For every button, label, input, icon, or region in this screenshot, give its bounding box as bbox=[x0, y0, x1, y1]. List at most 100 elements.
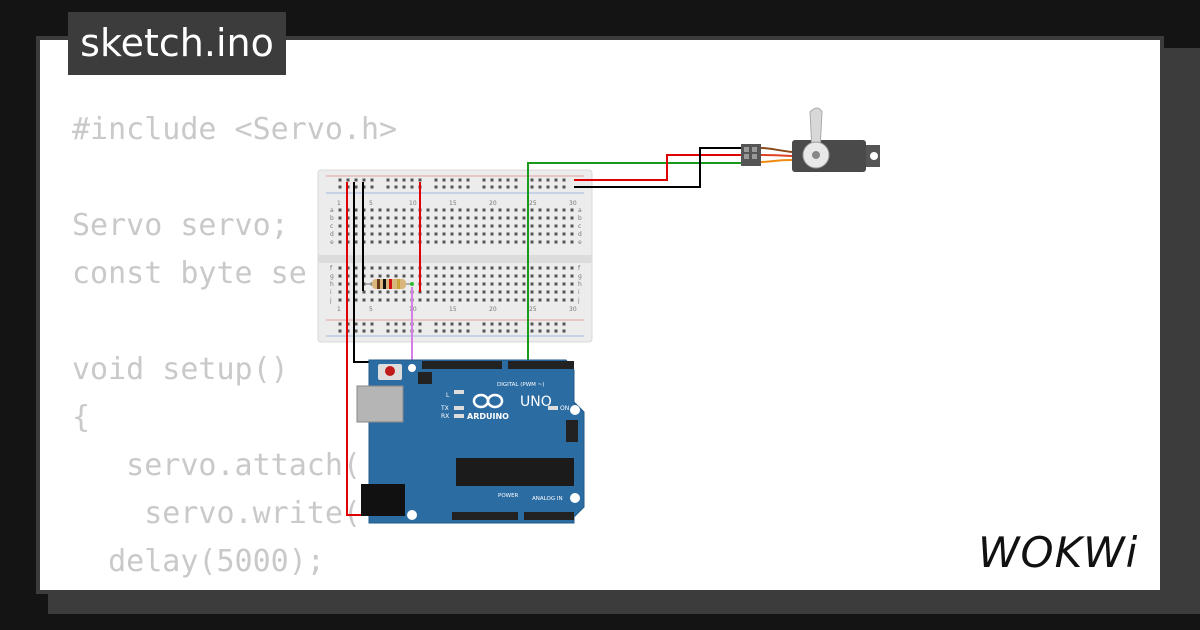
breadboard-rail-hole bbox=[386, 185, 390, 189]
breadboard-rail-hole bbox=[410, 178, 414, 182]
breadboard-rail-hole bbox=[338, 185, 342, 189]
breadboard-row-label: j bbox=[329, 297, 332, 304]
breadboard-row-label: a bbox=[330, 207, 334, 214]
breadboard-rail-hole bbox=[354, 329, 358, 333]
breadboard-hole bbox=[466, 224, 470, 228]
breadboard-hole bbox=[506, 282, 510, 286]
breadboard-rail-hole bbox=[370, 329, 374, 333]
breadboard-hole bbox=[570, 208, 574, 212]
breadboard-hole bbox=[442, 266, 446, 270]
breadboard-row-label: i bbox=[330, 289, 332, 296]
breadboard-row-label: c bbox=[330, 223, 333, 230]
breadboard-hole bbox=[354, 298, 358, 302]
breadboard-hole bbox=[546, 282, 550, 286]
breadboard-hole bbox=[458, 266, 462, 270]
code-background: #include <Servo.h>Servo servo;const byte… bbox=[72, 106, 397, 590]
breadboard-hole bbox=[450, 216, 454, 220]
breadboard-hole bbox=[562, 224, 566, 228]
breadboard-hole bbox=[434, 282, 438, 286]
breadboard-hole bbox=[482, 290, 486, 294]
breadboard-hole bbox=[506, 274, 510, 278]
breadboard-row-label: j bbox=[577, 297, 580, 304]
breadboard-column-label: 1 bbox=[337, 200, 341, 207]
breadboard-hole bbox=[466, 298, 470, 302]
breadboard-hole bbox=[378, 216, 382, 220]
breadboard-hole bbox=[490, 208, 494, 212]
wokwi-logo: WOKWi bbox=[978, 528, 1139, 577]
breadboard-hole bbox=[570, 282, 574, 286]
breadboard-rail-hole bbox=[370, 178, 374, 182]
breadboard-rail-hole bbox=[546, 329, 550, 333]
breadboard-column-label: 30 bbox=[569, 200, 577, 207]
breadboard-hole bbox=[506, 224, 510, 228]
breadboard-rail-hole bbox=[346, 178, 350, 182]
breadboard-rail-hole bbox=[362, 178, 366, 182]
breadboard-hole bbox=[458, 224, 462, 228]
breadboard-rail-hole bbox=[538, 178, 542, 182]
breadboard-hole bbox=[474, 282, 478, 286]
breadboard-hole bbox=[522, 298, 526, 302]
breadboard-hole bbox=[386, 290, 390, 294]
breadboard-hole bbox=[450, 298, 454, 302]
breadboard-hole bbox=[442, 224, 446, 228]
breadboard-rail-hole bbox=[514, 322, 518, 326]
breadboard-row-label: b bbox=[578, 215, 582, 222]
power-header-label: POWER bbox=[498, 493, 519, 499]
breadboard-hole bbox=[434, 274, 438, 278]
breadboard-rail-hole bbox=[562, 185, 566, 189]
breadboard-hole bbox=[442, 240, 446, 244]
breadboard-hole bbox=[442, 298, 446, 302]
breadboard-hole bbox=[378, 274, 382, 278]
breadboard-hole bbox=[538, 274, 542, 278]
breadboard-hole bbox=[514, 282, 518, 286]
breadboard-rail-hole bbox=[546, 185, 550, 189]
breadboard-hole bbox=[386, 208, 390, 212]
breadboard-hole bbox=[450, 266, 454, 270]
breadboard-hole bbox=[514, 298, 518, 302]
breadboard-rail-hole bbox=[370, 185, 374, 189]
breadboard-hole bbox=[394, 266, 398, 270]
resistor[interactable] bbox=[366, 279, 414, 289]
breadboard-rail-hole bbox=[386, 178, 390, 182]
breadboard-hole bbox=[474, 240, 478, 244]
breadboard-hole bbox=[386, 224, 390, 228]
breadboard-hole bbox=[362, 290, 366, 294]
breadboard-rail-hole bbox=[434, 322, 438, 326]
breadboard-hole bbox=[378, 266, 382, 270]
breadboard-rail-hole bbox=[402, 178, 406, 182]
breadboard-hole bbox=[394, 216, 398, 220]
breadboard-hole bbox=[370, 266, 374, 270]
breadboard-hole bbox=[434, 240, 438, 244]
breadboard-hole bbox=[370, 224, 374, 228]
breadboard-hole bbox=[490, 290, 494, 294]
breadboard-rail-hole bbox=[506, 322, 510, 326]
led-label-tx: TX bbox=[440, 405, 449, 412]
breadboard-hole bbox=[458, 240, 462, 244]
breadboard-hole bbox=[426, 224, 430, 228]
breadboard-hole bbox=[490, 266, 494, 270]
breadboard-hole bbox=[522, 274, 526, 278]
breadboard-hole bbox=[482, 266, 486, 270]
breadboard-hole bbox=[474, 224, 478, 228]
breadboard-hole bbox=[546, 240, 550, 244]
breadboard-hole bbox=[546, 274, 550, 278]
breadboard-hole bbox=[474, 274, 478, 278]
breadboard-hole bbox=[530, 282, 534, 286]
breadboard-row-label: b bbox=[330, 215, 334, 222]
breadboard-hole bbox=[482, 208, 486, 212]
breadboard-hole bbox=[458, 290, 462, 294]
breadboard-hole bbox=[562, 208, 566, 212]
breadboard-column-label: 25 bbox=[529, 306, 537, 313]
breadboard-hole bbox=[554, 266, 558, 270]
breadboard-rail-hole bbox=[530, 329, 534, 333]
breadboard-hole bbox=[466, 208, 470, 212]
breadboard-rail-hole bbox=[538, 322, 542, 326]
breadboard-hole bbox=[410, 224, 414, 228]
breadboard-rail-hole bbox=[482, 322, 486, 326]
arduino-uno-board[interactable]: UNO ARDUINO DIGITAL (PWM ~) ANALOG IN PO… bbox=[356, 359, 585, 524]
breadboard-hole bbox=[402, 266, 406, 270]
breadboard-hole bbox=[506, 240, 510, 244]
servo-motor[interactable] bbox=[741, 107, 880, 172]
breadboard-rail-hole bbox=[530, 185, 534, 189]
